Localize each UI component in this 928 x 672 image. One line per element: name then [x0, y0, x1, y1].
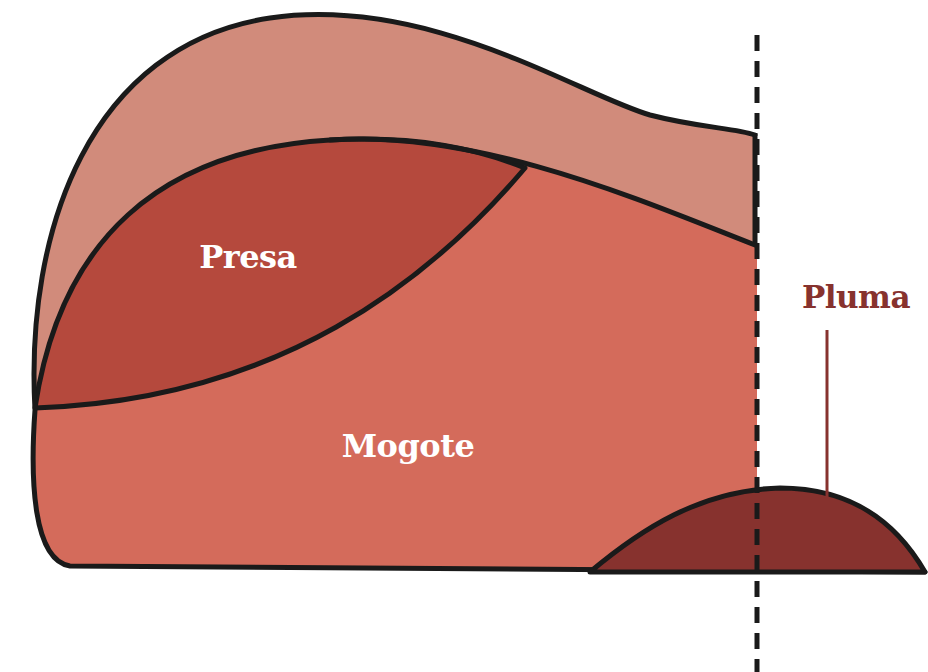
- cut-region: Presa: [199, 240, 297, 275]
- cut-line: [755, 35, 760, 672]
- outer-outline: [33, 15, 925, 572]
- cut-name: Mogote: [342, 429, 475, 464]
- leader-line: [826, 330, 829, 497]
- band-outline: [330, 139, 755, 245]
- cut-name: Pluma: [802, 280, 910, 314]
- mogote-region: [33, 139, 757, 570]
- presa-region: [35, 139, 525, 408]
- cut-name: Presa: [199, 240, 297, 275]
- cut-region: Pluma: [802, 280, 910, 314]
- cut-region: Mogote: [342, 429, 475, 464]
